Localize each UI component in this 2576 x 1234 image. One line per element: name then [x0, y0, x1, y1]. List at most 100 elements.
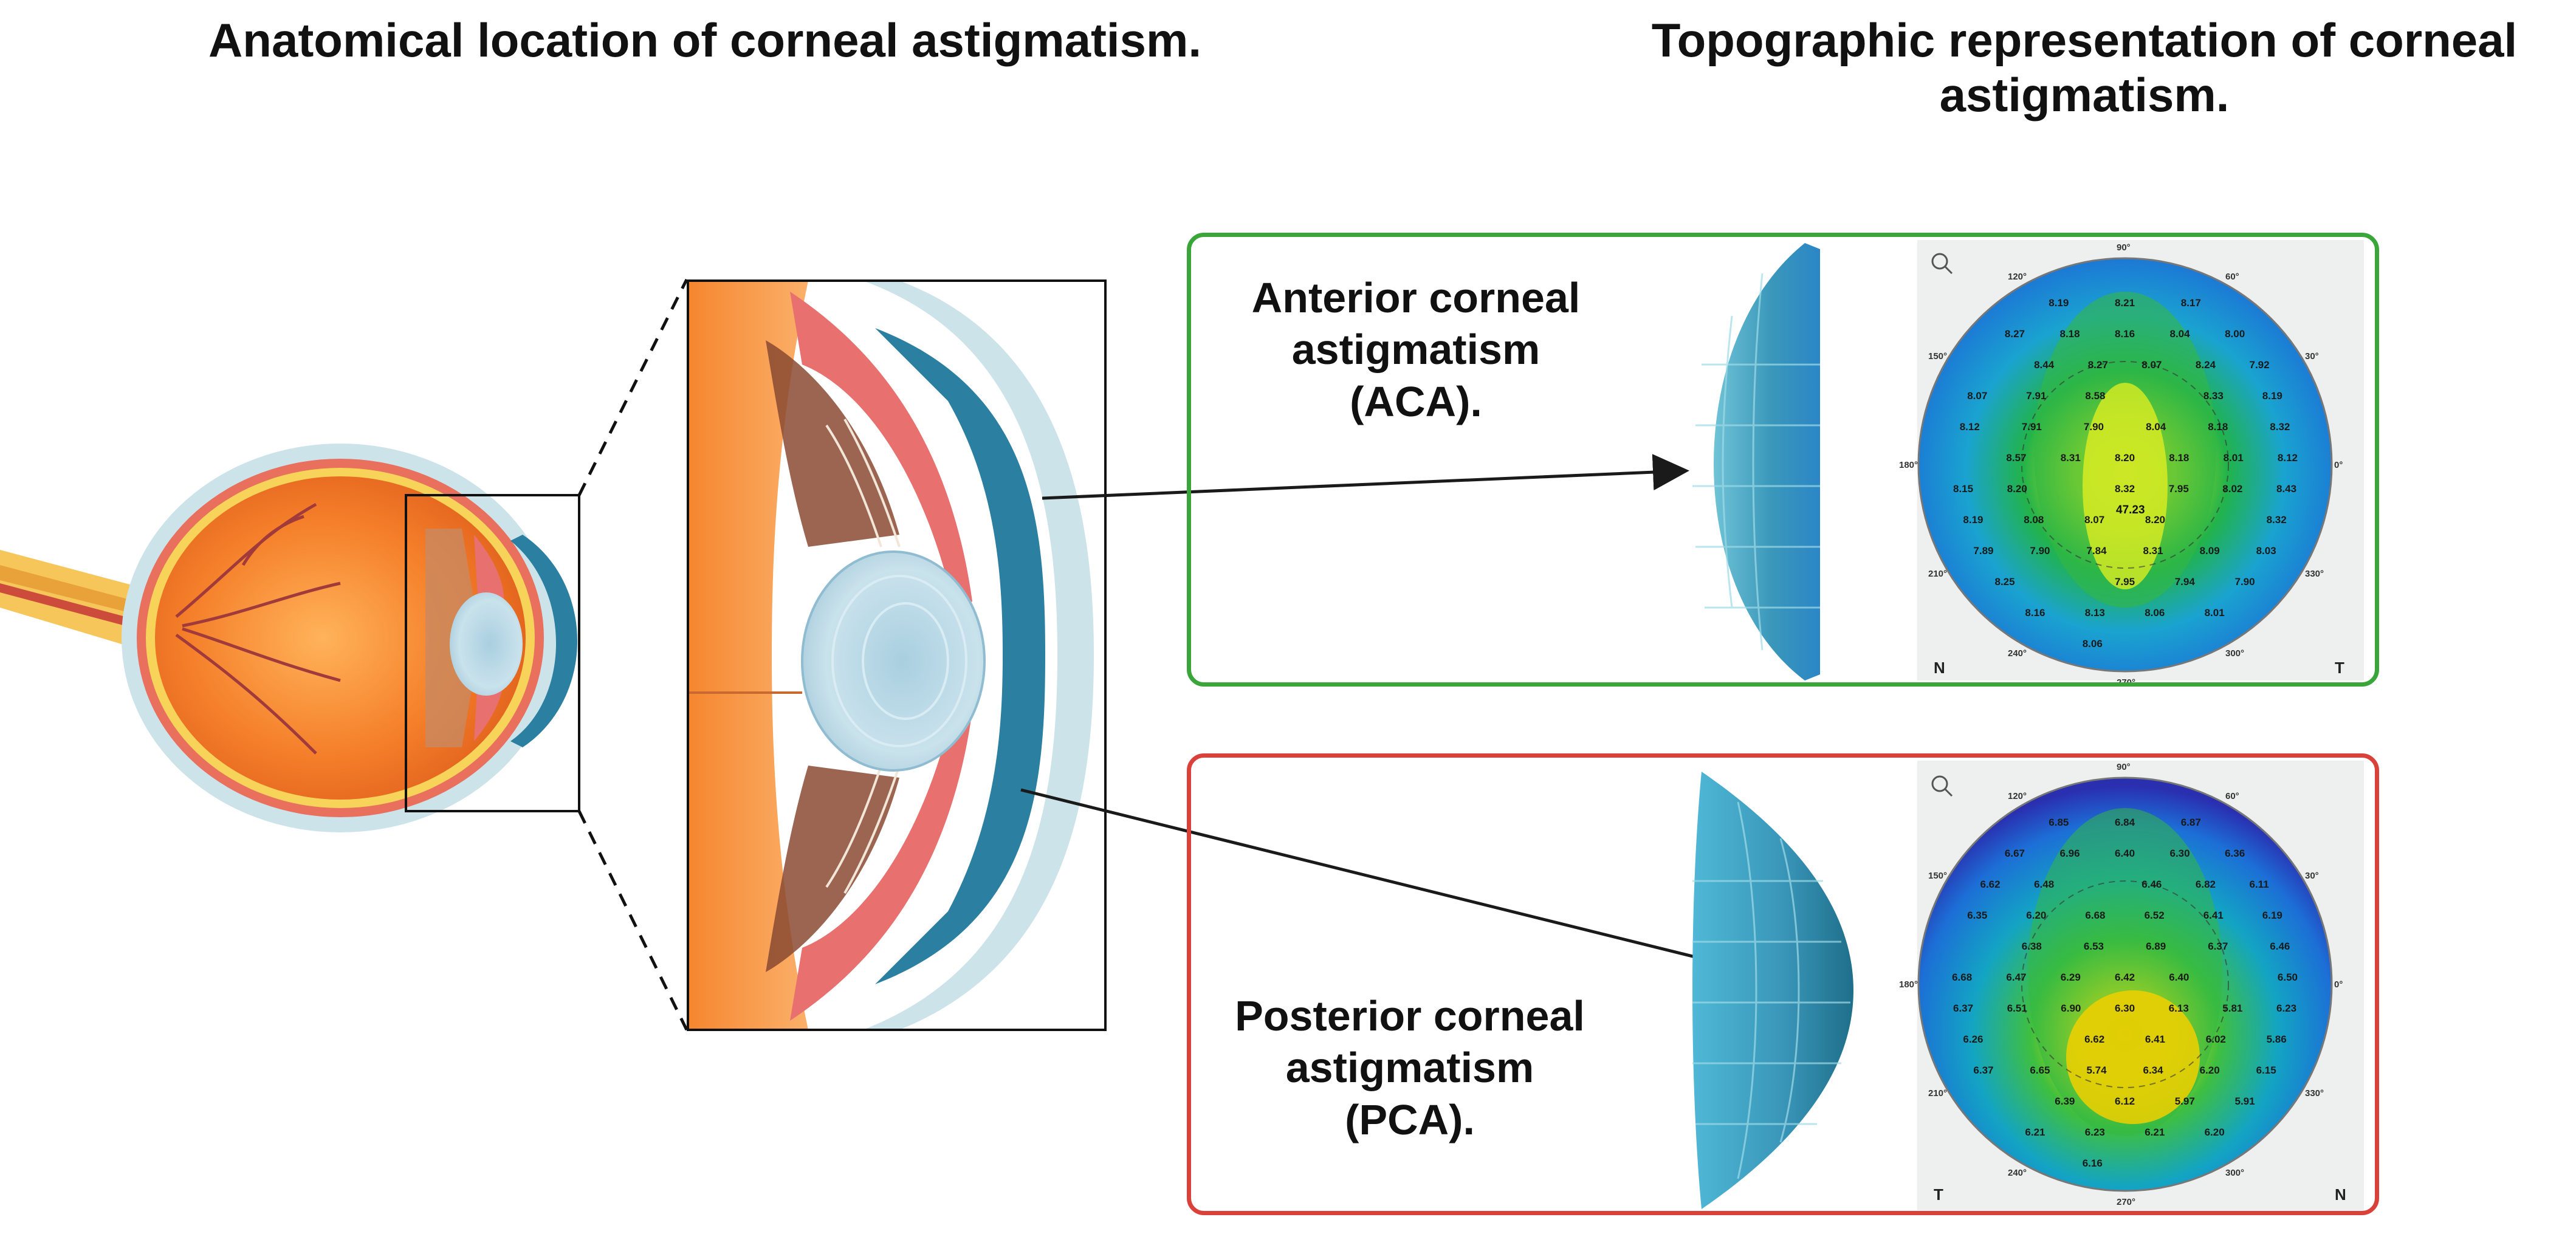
map-value: 6.41 [2203, 910, 2224, 921]
map-value: 5.81 [2222, 1003, 2242, 1014]
anterior-cornea-model [1692, 243, 1820, 680]
map-axis-label: 120° [2008, 791, 2027, 801]
map-value: 8.31 [2061, 452, 2081, 464]
map-value: 6.68 [1952, 972, 1972, 983]
map-value: 6.19 [2262, 910, 2282, 921]
map-axis-label: 240° [2008, 1168, 2027, 1178]
label-anterior-corneal-astigmatism: Anterior corneal astigmatism (ACA). [1251, 274, 1581, 425]
posterior-map-left-marker: T [1934, 1185, 1943, 1204]
map-value: 8.00 [2225, 328, 2245, 340]
map-value: 8.04 [2170, 328, 2191, 340]
map-value: 8.58 [2085, 390, 2105, 402]
map-value: 6.21 [2025, 1126, 2045, 1138]
map-axis-label: 300° [2225, 1168, 2244, 1178]
map-value: 8.43 [2276, 483, 2296, 495]
crystalline-lens [801, 550, 986, 772]
map-value: 8.16 [2025, 607, 2045, 619]
anterior-topography-map [1917, 240, 2364, 680]
map-value: 6.37 [2208, 941, 2228, 952]
map-axis-label: 210° [1928, 569, 1947, 579]
map-value: 5.74 [2087, 1064, 2107, 1076]
map-value: 6.41 [2145, 1033, 2165, 1045]
anterior-map-axis-labels: 90°120°60°150°30°180°0°210°330°240°300°2… [1899, 242, 2343, 688]
panel-anterior [1187, 233, 2379, 687]
label-posterior-corneal-astigmatism: Posterior corneal astigmatism (PCA). [1235, 992, 1585, 1143]
map-axis-label: 330° [2305, 1088, 2324, 1099]
map-value: 6.65 [2030, 1064, 2050, 1076]
map-value: 6.52 [2145, 910, 2165, 921]
map-value: 6.39 [2055, 1095, 2075, 1107]
map-value: 6.87 [2181, 817, 2201, 828]
map-value: 8.15 [1953, 483, 1973, 495]
map-value: 8.18 [2169, 452, 2189, 464]
map-value: 8.32 [2267, 514, 2287, 526]
map-axis-label: 0° [2334, 979, 2343, 990]
map-axis-label: 240° [2008, 648, 2027, 659]
map-value: 8.33 [2203, 390, 2224, 402]
map-axis-label: 120° [2008, 272, 2027, 282]
map-axis-label: 30° [2305, 871, 2319, 881]
map-value: 8.25 [1995, 576, 2015, 588]
map-value: 8.07 [2142, 359, 2162, 371]
map-value: 5.86 [2267, 1033, 2287, 1045]
map-value: 8.27 [2088, 359, 2108, 371]
map-axis-label: 30° [2305, 351, 2319, 362]
map-value: 6.37 [1953, 1003, 1973, 1014]
ciliary-body-upper [790, 292, 972, 608]
magnifier-icon [1931, 253, 1953, 275]
zoom-line-bottom [577, 810, 689, 1031]
arrow-to-anterior-cornea [1042, 454, 1689, 500]
posterior-cornea-model [1692, 772, 1853, 1209]
map-axis-label: 180° [1899, 460, 1918, 470]
title-anatomical-location: Anatomical location of corneal astigmati… [208, 13, 1202, 67]
map-value: 6.96 [2060, 848, 2080, 859]
map-axis-label: 150° [1928, 871, 1947, 881]
map-axis-label: 300° [2225, 648, 2244, 659]
map-value: 8.02 [2222, 483, 2242, 495]
map-value: 7.90 [2030, 545, 2050, 557]
map-value: 6.82 [2196, 879, 2216, 890]
anterior-map-left-marker: N [1934, 659, 1945, 677]
map-value: 8.21 [2115, 297, 2135, 309]
map-value: 6.15 [2256, 1064, 2276, 1076]
anterior-map-right-marker: T [2335, 659, 2344, 677]
map-value: 6.84 [2115, 817, 2135, 828]
map-axis-label: 60° [2225, 791, 2239, 801]
lens-small [450, 592, 523, 696]
arrow-to-posterior-cornea [1020, 788, 1738, 977]
map-value: 6.02 [2206, 1033, 2226, 1045]
map-value: 6.42 [2115, 972, 2135, 983]
map-axis-label: 210° [1928, 1088, 1947, 1099]
map-value: 6.20 [2205, 1126, 2225, 1138]
map-value: 8.17 [2181, 297, 2201, 309]
map-value: 6.30 [2115, 1003, 2135, 1014]
map-value: 6.48 [2034, 879, 2054, 890]
map-value: 6.90 [2061, 1003, 2081, 1014]
map-value: 6.85 [2049, 817, 2069, 828]
anterior-map-center-value: 47.23 [2116, 504, 2145, 516]
map-value: 6.23 [2276, 1003, 2296, 1014]
map-value: 6.38 [2022, 941, 2042, 952]
map-value: 6.89 [2146, 941, 2166, 952]
map-axis-label: 90° [2117, 762, 2131, 772]
map-value: 6.26 [1963, 1033, 1983, 1045]
map-value: 8.27 [2005, 328, 2025, 340]
zoom-region-box [405, 494, 580, 812]
map-value: 6.12 [2115, 1095, 2135, 1107]
eye-cross-section-illustration [0, 444, 580, 832]
map-value: 8.31 [2143, 545, 2163, 557]
map-value: 7.84 [2087, 545, 2107, 557]
map-value: 8.07 [2084, 514, 2104, 526]
map-value: 8.19 [1963, 514, 1983, 526]
map-value: 8.06 [2145, 607, 2165, 619]
map-axis-label: 90° [2117, 242, 2131, 253]
map-value: 7.91 [2022, 421, 2042, 433]
map-value: 6.30 [2170, 848, 2190, 859]
map-value: 6.47 [2006, 972, 2026, 983]
map-value: 8.24 [2196, 359, 2216, 371]
map-value: 8.19 [2262, 390, 2282, 402]
map-value: 7.92 [2250, 359, 2270, 371]
map-value: 7.94 [2175, 576, 2196, 588]
